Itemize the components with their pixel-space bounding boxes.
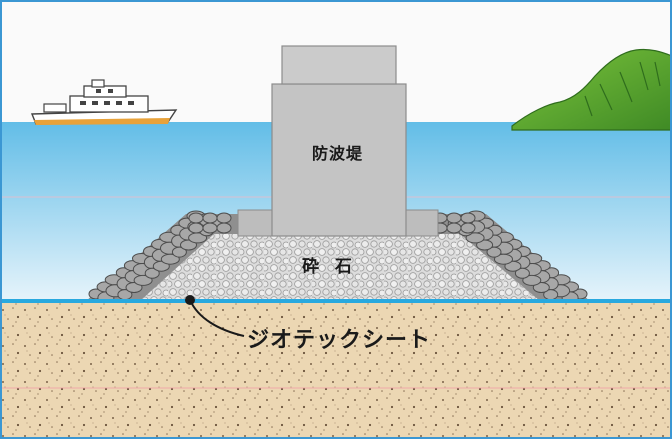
armor-stone	[202, 222, 218, 234]
breakwater-block	[237, 45, 439, 237]
armor-stone	[494, 253, 513, 265]
armor-stone	[522, 274, 542, 286]
leader-line	[189, 299, 245, 337]
armor-stone	[188, 222, 204, 234]
breakwater-label: 防波堤	[312, 144, 364, 163]
ship-illustration	[30, 79, 178, 125]
armor-stone	[216, 222, 232, 234]
armor-stone	[514, 267, 530, 279]
armor-stone	[460, 222, 476, 234]
armor-stone	[465, 232, 485, 244]
island-illustration	[511, 48, 672, 131]
armor-stone	[188, 212, 204, 224]
armor-stone	[460, 212, 476, 224]
seabed-sand	[0, 302, 672, 439]
geotextile-label: ジオテックシート	[247, 328, 432, 353]
armor-stone	[202, 212, 218, 224]
armor-stone	[486, 246, 502, 258]
rubble-mound	[86, 210, 590, 305]
rubble-label: 砕 石	[302, 257, 352, 277]
rubble-core	[140, 234, 540, 301]
armor-stone	[476, 239, 494, 251]
armor-stones	[88, 210, 588, 305]
armor-stone	[160, 253, 180, 265]
armor-stone	[144, 267, 160, 279]
armor-stone	[446, 212, 462, 224]
armor-stone	[171, 246, 187, 258]
armor-stone	[216, 212, 232, 224]
armor-stone	[446, 222, 462, 234]
armor-stone	[532, 282, 550, 293]
armor-stone	[133, 274, 153, 286]
